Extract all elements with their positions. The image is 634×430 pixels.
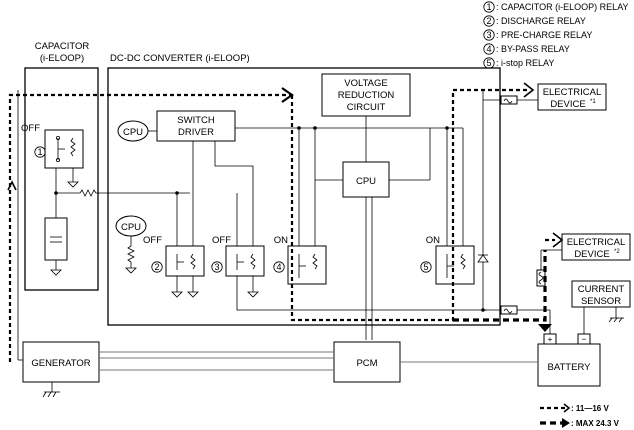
electrical-device-1	[537, 83, 607, 111]
relay-4-state: ON	[274, 235, 288, 246]
ed2-sup: *2	[614, 249, 620, 255]
current-sensor-line2: SENSOR	[581, 296, 621, 307]
relay-5-num: 5	[423, 262, 428, 272]
relay-5-state: ON	[426, 235, 440, 246]
flow-path-generator	[8, 93, 292, 362]
legend-num-2: 2	[486, 16, 491, 26]
capacitor-title-line1: CAPACITOR	[35, 41, 90, 52]
ed2-line1: ELECTRICAL	[567, 237, 626, 248]
electrical-device-2	[561, 233, 631, 261]
relay-3-state: OFF	[212, 235, 231, 246]
cpu-label-1: CPU	[123, 127, 143, 138]
vrc-line3: CIRCUIT	[347, 102, 386, 113]
battery-minus-terminal	[577, 333, 591, 345]
battery	[537, 343, 601, 387]
relay-legend: 1 : CAPACITOR (i-ELOOP) RELAY 2 : DISCHA…	[483, 1, 629, 69]
capacitor-title-line2: (i-ELOOP)	[40, 53, 84, 64]
relay-2-body	[165, 245, 205, 277]
battery-label: BATTERY	[548, 362, 592, 373]
legend-label-2: : DISCHARGE RELAY	[496, 16, 586, 26]
switch-driver-line1: SWITCH	[177, 115, 215, 126]
ed1-sup: *1	[590, 99, 596, 105]
legend-label-5: : i-stop RELAY	[496, 58, 554, 68]
capacitor-element	[44, 217, 68, 261]
vrc-line1: VOLTAGE	[344, 78, 387, 89]
voltage-legend: : 11—16 V : MAX 24.3 V	[540, 403, 620, 428]
relay-4-body	[287, 245, 327, 285]
converter-title: DC-DC CONVERTER (i-ELOOP)	[110, 53, 250, 64]
battery-plus: +	[548, 334, 553, 344]
legend-num-1: 1	[486, 2, 491, 12]
battery-minus: −	[582, 334, 587, 344]
legend-label-4: : BY-PASS RELAY	[496, 44, 570, 54]
ed1-line2: DEVICE	[550, 99, 585, 110]
legend-num-5: 5	[486, 58, 491, 68]
switch-driver-line2: DRIVER	[178, 127, 214, 138]
cpu-label-2: CPU	[356, 176, 376, 187]
cpu-label-3: CPU	[121, 222, 141, 233]
ed2-line2: DEVICE	[574, 249, 609, 260]
voltage-low-label: : 11—16 V	[571, 404, 609, 413]
relay-3-body	[225, 245, 265, 277]
pcm-label: PCM	[356, 358, 377, 369]
current-sensor-line1: CURRENT	[578, 284, 625, 295]
relay-1-num: 1	[37, 147, 42, 157]
relay-1-state: OFF	[21, 123, 40, 134]
vrc-line2: REDUCTION	[338, 90, 395, 101]
ed1-line1: ELECTRICAL	[543, 87, 602, 98]
relay-2-state: OFF	[143, 235, 162, 246]
legend-num-4: 4	[486, 44, 491, 54]
voltage-high-label: : MAX 24.3 V	[571, 419, 620, 428]
switch-driver	[156, 110, 236, 142]
relay-2-num: 2	[154, 262, 159, 272]
current-sensor	[571, 280, 631, 308]
legend-num-3: 3	[486, 30, 491, 40]
generator	[22, 341, 100, 383]
dcdc-converter-box	[107, 67, 501, 326]
flow-path-max	[453, 250, 547, 322]
relay-5-body	[435, 245, 475, 285]
flow-path-bypass	[290, 88, 530, 322]
legend-label-3: : PRE-CHARGE RELAY	[496, 30, 592, 40]
relay-3-num: 3	[214, 262, 219, 272]
pcm	[333, 341, 401, 383]
voltage-reduction-circuit	[321, 73, 411, 117]
capacitor-box	[24, 67, 99, 291]
relay-4-num: 4	[276, 262, 281, 272]
legend-label-1: : CAPACITOR (i-ELOOP) RELAY	[496, 2, 629, 12]
generator-label: GENERATOR	[31, 358, 90, 369]
